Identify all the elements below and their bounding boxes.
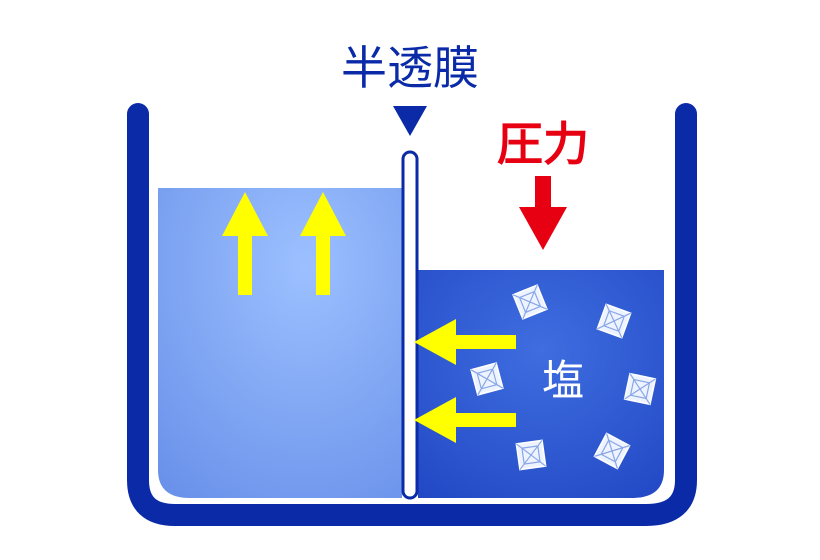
arrow-left-icon — [414, 397, 516, 443]
salt-crystal-icon — [515, 439, 547, 471]
water-left — [158, 188, 402, 498]
pressure-label: 圧力 — [497, 117, 589, 171]
pressure-arrow-icon — [519, 176, 567, 250]
membrane-label: 半透膜 — [341, 41, 479, 95]
arrow-up-icon — [222, 192, 268, 295]
salt-label: 塩 — [542, 356, 584, 405]
arrow-left-icon — [414, 319, 516, 365]
salt-crystal-icon — [470, 362, 504, 396]
arrow-up-icon — [300, 192, 346, 295]
salt-crystal-icon — [623, 372, 657, 406]
container — [127, 103, 697, 526]
triangle-down-icon — [393, 106, 427, 136]
semipermeable-membrane — [401, 150, 419, 500]
